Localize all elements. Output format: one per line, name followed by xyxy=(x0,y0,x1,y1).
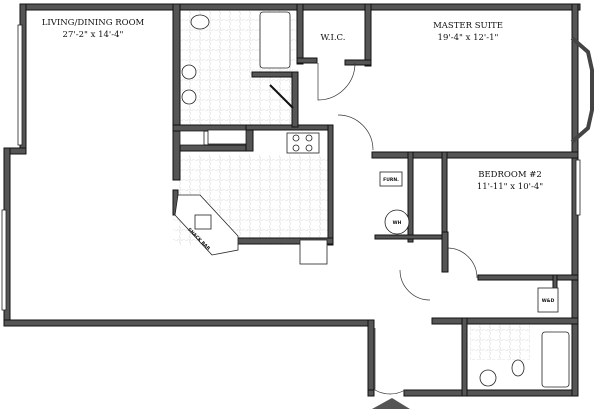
washer-dryer xyxy=(537,287,559,313)
toilet-master xyxy=(190,14,210,30)
stove xyxy=(286,132,320,154)
toilet-2 xyxy=(511,359,525,377)
living-room-size: 27'-2" x 14'-4" xyxy=(63,30,124,40)
sink-2 xyxy=(181,89,197,105)
sink-1 xyxy=(181,64,197,80)
furnace-label: FURN. xyxy=(383,177,399,183)
furnace xyxy=(379,171,403,187)
bedroom2-name: BEDROOM #2 xyxy=(478,170,542,180)
bedroom2-size: 11'-11" x 10'-4" xyxy=(477,182,543,192)
bathtub-master xyxy=(259,11,291,69)
washer-dryer-label: W&D xyxy=(542,298,555,304)
wic-label: W.I.C. xyxy=(321,33,346,43)
windows xyxy=(1,24,594,311)
interior-walls xyxy=(172,3,579,397)
water-heater-label: WH xyxy=(393,220,402,226)
bathtub-2 xyxy=(541,331,570,388)
master-suite-name: MASTER SUITE xyxy=(433,21,503,31)
closet-box xyxy=(179,130,205,146)
fridge xyxy=(299,239,328,265)
kitchen-sink xyxy=(194,214,212,230)
living-room-name: LIVING/DINING ROOM xyxy=(42,18,145,28)
doors xyxy=(269,62,478,395)
shower xyxy=(207,129,247,145)
sink-3 xyxy=(479,369,497,387)
fixtures xyxy=(174,11,570,388)
master-suite-size: 19'-4" x 12'-1" xyxy=(438,33,499,43)
water-heater xyxy=(384,209,410,235)
entry-arrow xyxy=(372,398,410,409)
